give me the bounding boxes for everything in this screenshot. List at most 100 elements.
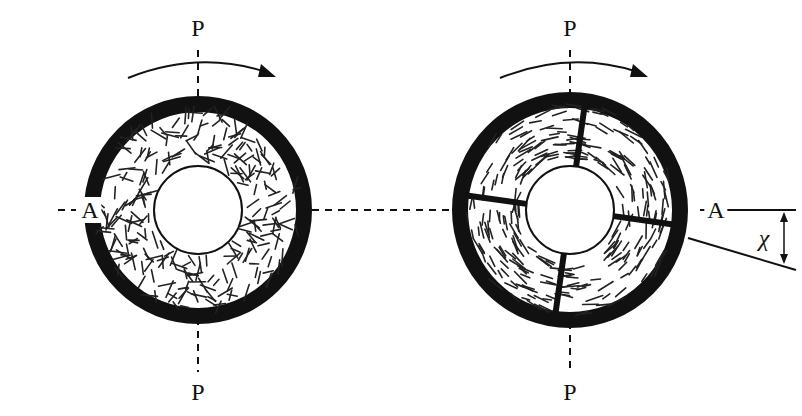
fiber-stroke xyxy=(271,229,280,231)
fiber-stroke xyxy=(272,211,279,215)
fiber-stroke xyxy=(181,125,189,137)
fiber-stroke xyxy=(129,169,143,170)
fiber-stroke xyxy=(470,198,472,209)
fiber-stroke xyxy=(612,221,621,237)
fiber-stroke xyxy=(482,214,484,225)
fiber-stroke xyxy=(553,111,567,116)
fiber-stroke xyxy=(256,149,260,165)
arrowhead xyxy=(780,212,788,222)
fiber-stroke xyxy=(481,172,488,183)
fiber-stroke xyxy=(635,236,642,249)
crack-line xyxy=(555,254,564,317)
fiber-stroke xyxy=(241,138,255,143)
fiber-stroke xyxy=(516,149,531,158)
fiber-stroke xyxy=(597,304,611,305)
fiber-stroke xyxy=(250,263,259,265)
fiber-stroke xyxy=(262,249,269,259)
fiber-stroke xyxy=(125,225,126,239)
fiber-stroke xyxy=(232,241,240,246)
fiber-stroke xyxy=(181,306,189,308)
fiber-stroke xyxy=(273,218,279,227)
fiber-stroke xyxy=(263,224,276,226)
fiber-stroke xyxy=(271,168,279,176)
fiber-stroke xyxy=(637,248,640,256)
fiber-stroke xyxy=(142,262,144,275)
fiber-stroke xyxy=(258,243,269,246)
fiber-stroke xyxy=(118,143,131,154)
fiber-stroke xyxy=(228,155,240,160)
fiber-stroke xyxy=(120,177,133,181)
axis-line xyxy=(727,209,796,211)
inner-hole xyxy=(526,166,614,254)
fiber-stroke xyxy=(568,283,579,286)
fiber-stroke xyxy=(205,255,207,266)
outer-ring xyxy=(92,104,304,316)
axis-label: A xyxy=(704,197,727,223)
fiber-stroke xyxy=(621,122,628,126)
fiber-stroke xyxy=(125,198,137,205)
fiber-stroke xyxy=(214,279,219,285)
fiber-stroke xyxy=(243,249,252,263)
fiber-stroke xyxy=(257,139,262,151)
fiber-stroke xyxy=(163,156,172,160)
fiber-stroke xyxy=(616,255,626,262)
inner-hole xyxy=(154,166,242,254)
fiber-stroke xyxy=(247,232,256,242)
fiber-stroke xyxy=(516,166,522,178)
fiber-stroke xyxy=(255,268,257,278)
fiber-stroke xyxy=(166,131,180,133)
fiber-stroke xyxy=(232,263,237,277)
fiber-stroke xyxy=(173,302,179,310)
fiber-stroke xyxy=(522,298,530,300)
fiber-stroke xyxy=(573,266,584,269)
fiber-stroke xyxy=(536,110,550,117)
fiber-stroke xyxy=(103,175,120,180)
fiber-stroke xyxy=(172,118,179,127)
fiber-stroke xyxy=(624,156,635,166)
fiber-stroke xyxy=(280,225,292,230)
crack-line xyxy=(614,216,677,225)
fiber-stroke xyxy=(160,241,163,250)
fiber-stroke xyxy=(247,144,252,151)
fiber-stroke xyxy=(496,134,501,142)
fiber-stroke xyxy=(238,228,251,232)
fiber-stroke xyxy=(548,157,558,160)
fiber-stroke xyxy=(199,278,208,292)
fiber-stroke xyxy=(522,285,532,291)
fiber-stroke xyxy=(131,212,143,222)
fiber-stroke xyxy=(188,112,203,113)
fiber-stroke xyxy=(238,183,248,186)
radial-cracks xyxy=(463,103,677,317)
fiber-stroke xyxy=(112,215,122,226)
fiber-stroke xyxy=(495,175,497,185)
fiber-stroke xyxy=(654,157,658,167)
fiber-stroke xyxy=(114,187,116,199)
fiber-stroke xyxy=(598,163,607,169)
fiber-stroke xyxy=(562,286,579,287)
fiber-stroke xyxy=(503,229,506,237)
fiber-stroke xyxy=(165,251,174,256)
fiber-stroke xyxy=(633,193,636,201)
fiber-stroke xyxy=(244,155,253,161)
fiber-stroke xyxy=(132,253,136,270)
fiber-stroke xyxy=(482,253,485,262)
fiber-stroke xyxy=(172,154,181,157)
angle-line xyxy=(688,238,796,270)
fiber-stroke xyxy=(647,206,648,216)
fiber-stroke xyxy=(473,199,474,208)
fiber-stroke xyxy=(212,136,214,150)
fiber-stroke xyxy=(603,164,615,175)
fiber-stroke xyxy=(473,238,482,253)
fiber-stroke xyxy=(224,255,236,257)
fiber-stroke xyxy=(213,154,227,159)
fiber-stroke xyxy=(156,160,157,175)
fiber-stroke xyxy=(587,124,596,127)
fiber-stroke xyxy=(499,213,501,221)
fiber-stroke xyxy=(604,253,610,260)
fiber-stroke xyxy=(511,121,523,129)
fiber-stroke xyxy=(492,180,494,190)
fiber-stroke xyxy=(256,171,271,174)
fiber-stroke xyxy=(480,222,484,238)
fiber-stroke xyxy=(222,120,229,127)
fiber-stroke xyxy=(520,141,535,150)
